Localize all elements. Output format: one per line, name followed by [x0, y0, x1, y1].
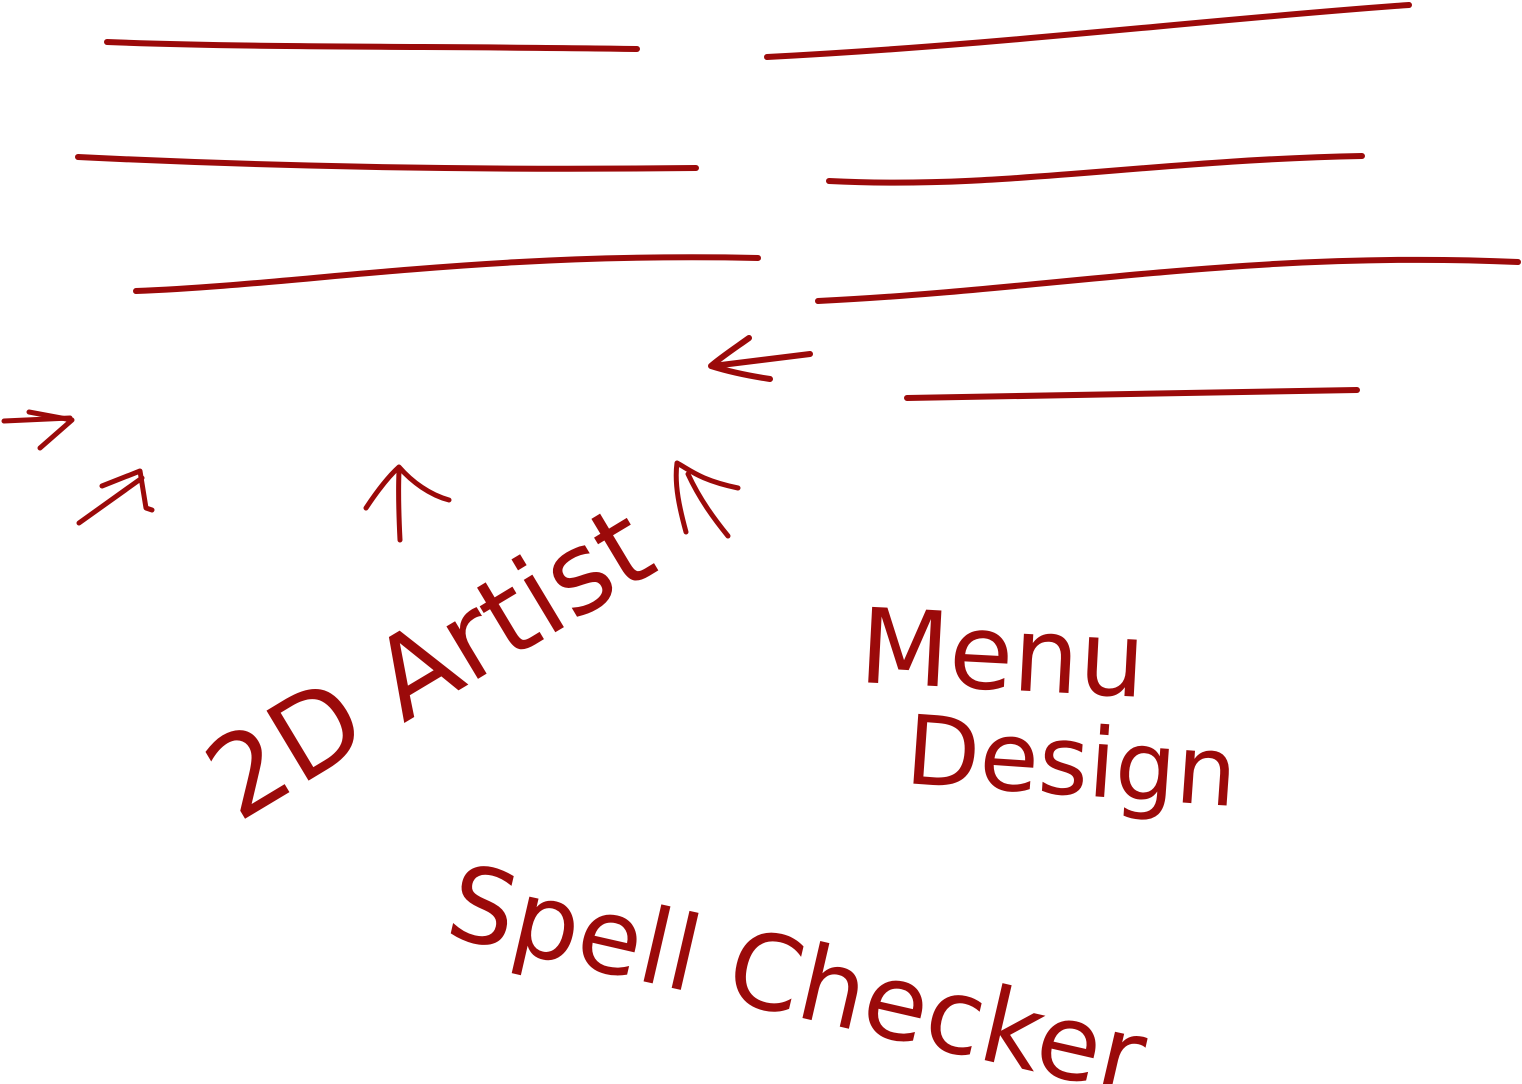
right-line-2 — [826, 153, 1365, 186]
left-line-3 — [133, 254, 761, 294]
label-design: Design — [902, 694, 1240, 829]
arrow-icon — [708, 335, 813, 382]
right-line-1 — [764, 2, 1412, 60]
left-line-1 — [104, 39, 640, 52]
arrow-icon — [363, 464, 452, 543]
arrow-icon — [673, 460, 741, 539]
right-line-3 — [815, 256, 1521, 304]
right-line-4 — [904, 387, 1360, 401]
label-spell-checker: Spell Checker — [437, 840, 1156, 1084]
left-line-2 — [75, 154, 699, 172]
label-menu: Menu — [857, 585, 1149, 722]
label-2d-artist: 2D Artist — [185, 481, 675, 846]
arrow-icon — [1, 409, 75, 451]
arrow-icon — [76, 468, 155, 526]
